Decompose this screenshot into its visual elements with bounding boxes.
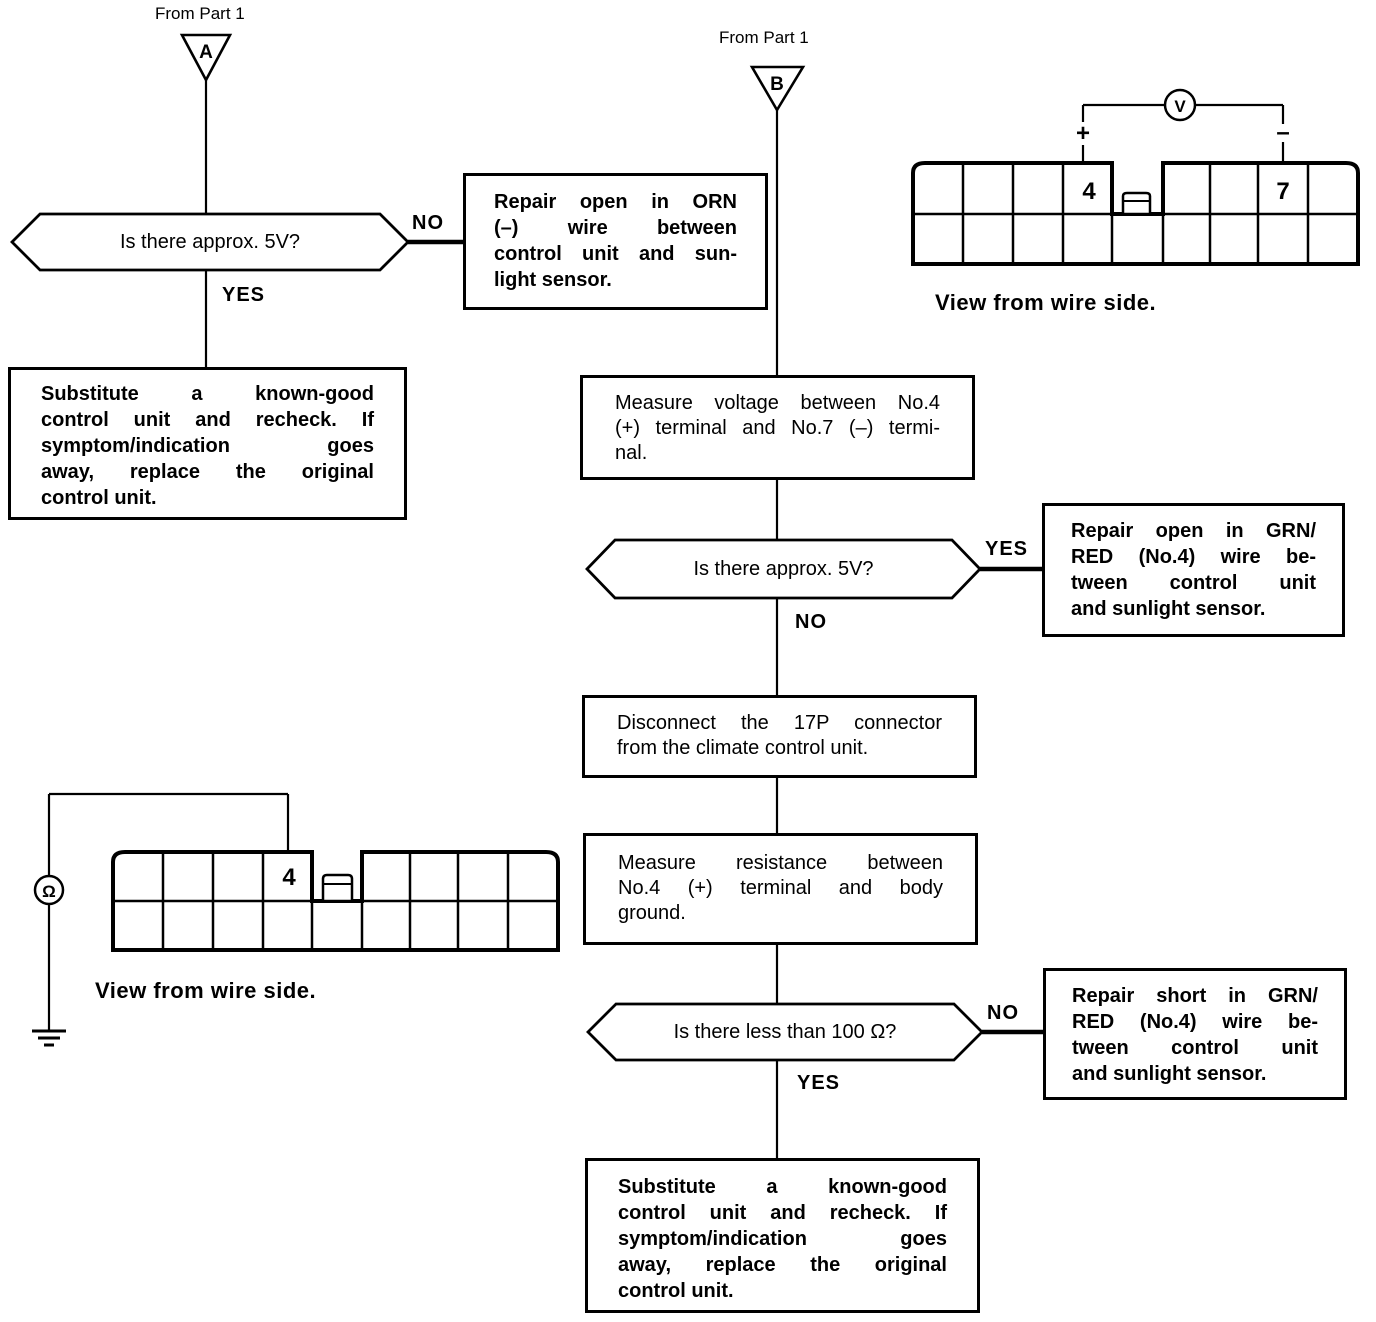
resistance-test-connector-diagram: Ω <box>32 792 560 1047</box>
from-part-1-label-b: From Part 1 <box>719 28 809 47</box>
branch-label-yes-b2: YES <box>797 1072 841 1094</box>
repair-open-grn-red-box: Repair open in GRN/RED (No.4) wire be-tw… <box>1042 503 1345 637</box>
branch-label-no-b1: NO <box>795 611 827 633</box>
flow-a-connector-triangle: A <box>179 33 233 83</box>
branch-label-no-a: NO <box>412 212 444 234</box>
branch-label-yes-a: YES <box>222 284 266 306</box>
voltmeter-icon <box>1163 88 1197 122</box>
voltage-test-connector-diagram: V + – 4 7 <box>911 88 1360 266</box>
measure-voltage-box: Measure voltage between No.4(+) terminal… <box>580 375 975 480</box>
terminal-4-label: 4 <box>1082 178 1096 205</box>
connector-a-letter: A <box>199 42 213 63</box>
voltage-diagram-caption: View from wire side. <box>935 290 1157 315</box>
branch-label-no-b2: NO <box>987 1002 1019 1024</box>
connector-b-letter: B <box>770 74 784 95</box>
minus-probe-label: – <box>1276 119 1289 146</box>
terminal-4-label: 4 <box>282 864 296 891</box>
terminal-7-label: 7 <box>1276 178 1289 205</box>
branch-label-yes-b1: YES <box>985 538 1029 560</box>
decision-b2-100ohm-label: Is there less than 100 Ω? <box>673 1020 897 1043</box>
resistance-diagram-caption: View from wire side. <box>95 978 317 1003</box>
ground-symbol-icon <box>32 1029 66 1047</box>
plus-probe-label: + <box>1076 120 1090 147</box>
ohmmeter-label: Ω <box>42 882 56 901</box>
voltmeter-label: V <box>1174 97 1186 116</box>
from-part-1-label-a: From Part 1 <box>155 4 245 23</box>
decision-a-5v-label: Is there approx. 5V? <box>119 230 301 253</box>
flow-b-connector-triangle: B <box>749 65 806 113</box>
repair-short-grn-red-box: Repair short in GRN/RED (No.4) wire be-t… <box>1043 968 1347 1100</box>
decision-b1-5v-label: Is there approx. 5V? <box>693 557 874 580</box>
